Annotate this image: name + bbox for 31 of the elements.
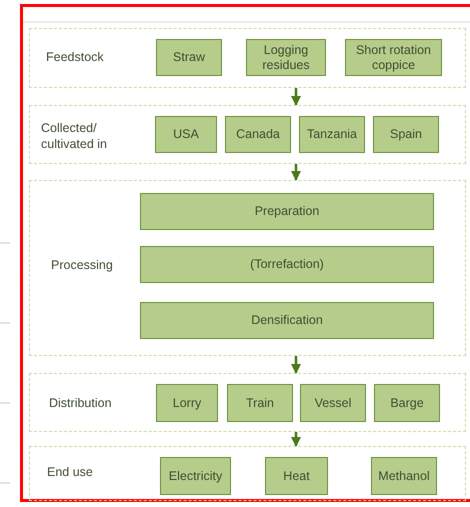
stage-band xyxy=(29,28,466,88)
stage-band xyxy=(29,446,466,501)
process-box: Short rotation coppice xyxy=(345,39,442,76)
stage-heading: Distribution xyxy=(49,395,113,411)
process-box: Spain xyxy=(373,116,439,153)
arrow xyxy=(291,88,301,106)
process-box: Electricity xyxy=(160,457,231,495)
process-box: Densification xyxy=(140,302,434,339)
process-box: Logging residues xyxy=(246,39,326,76)
arrow xyxy=(291,356,301,374)
stage-band xyxy=(29,105,466,164)
process-box: Preparation xyxy=(140,193,434,230)
process-box: Train xyxy=(227,384,293,422)
stage-band xyxy=(29,180,466,356)
stage-heading: Collected/ cultivated in xyxy=(41,120,108,152)
process-box: Canada xyxy=(225,116,291,153)
stage-heading: End use xyxy=(47,464,94,480)
arrow xyxy=(291,432,301,447)
stage-heading: Processing xyxy=(51,257,114,273)
stage-band xyxy=(29,373,466,432)
process-box: Methanol xyxy=(371,457,437,495)
process-box: Straw xyxy=(156,39,222,76)
process-box: (Torrefaction) xyxy=(140,246,434,283)
process-box: Lorry xyxy=(156,384,218,422)
arrow xyxy=(291,164,301,181)
process-box: Vessel xyxy=(300,384,366,422)
process-box: Tanzania xyxy=(299,116,365,153)
process-box: Barge xyxy=(374,384,440,422)
stage-heading: Feedstock xyxy=(46,49,105,65)
process-box: USA xyxy=(155,116,217,153)
process-box: Heat xyxy=(265,457,328,495)
